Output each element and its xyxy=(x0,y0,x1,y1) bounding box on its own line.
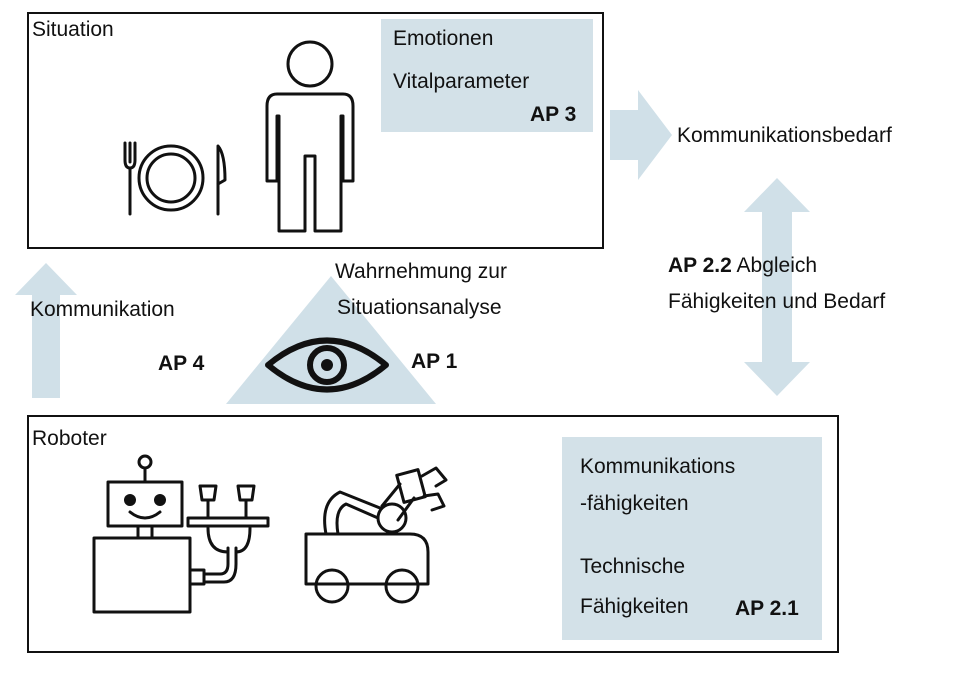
robot-title: Roboter xyxy=(32,427,107,450)
matching-label-part1: Abgleich xyxy=(736,254,818,277)
matching-ap-label: AP 2.2 xyxy=(668,254,732,277)
capability-communication-line1: Kommunikations xyxy=(580,455,736,478)
robot-arm-vehicle-icon xyxy=(304,466,448,604)
matching-label-line2: Fähigkeiten und Bedarf xyxy=(668,290,886,313)
service-robot-icon xyxy=(92,454,270,614)
factor-vital-parameters: Vitalparameter xyxy=(393,70,530,93)
perception-label-line2: Situationsanalyse xyxy=(337,296,502,319)
communication-up-arrow xyxy=(15,263,77,398)
communication-label: Kommunikation xyxy=(30,298,175,321)
eye-icon xyxy=(265,337,389,393)
capability-technical-line2: Fähigkeiten xyxy=(580,595,689,618)
matching-label-line1: AP 2.2 Abgleich xyxy=(668,254,817,278)
robot-ap-label: AP 2.1 xyxy=(735,597,799,620)
factor-emotions: Emotionen xyxy=(393,27,494,50)
capability-communication-line2: -fähigkeiten xyxy=(580,492,689,515)
capability-technical-line1: Technische xyxy=(580,555,686,578)
plate-cutlery-icon xyxy=(123,141,227,216)
communication-need-label: Kommunikationsbedarf xyxy=(677,124,892,147)
robot-capabilities-panel xyxy=(562,437,822,640)
person-icon xyxy=(265,40,355,233)
perception-ap-left: AP 4 xyxy=(158,352,205,375)
situation-factors-panel xyxy=(381,19,593,132)
matching-double-arrow xyxy=(744,178,810,396)
arrow-to-communication-need xyxy=(610,90,672,180)
situation-title: Situation xyxy=(32,18,114,41)
situation-ap-label: AP 3 xyxy=(530,103,577,126)
perception-ap-right: AP 1 xyxy=(411,350,458,373)
perception-label-line1: Wahrnehmung zur xyxy=(335,260,507,283)
